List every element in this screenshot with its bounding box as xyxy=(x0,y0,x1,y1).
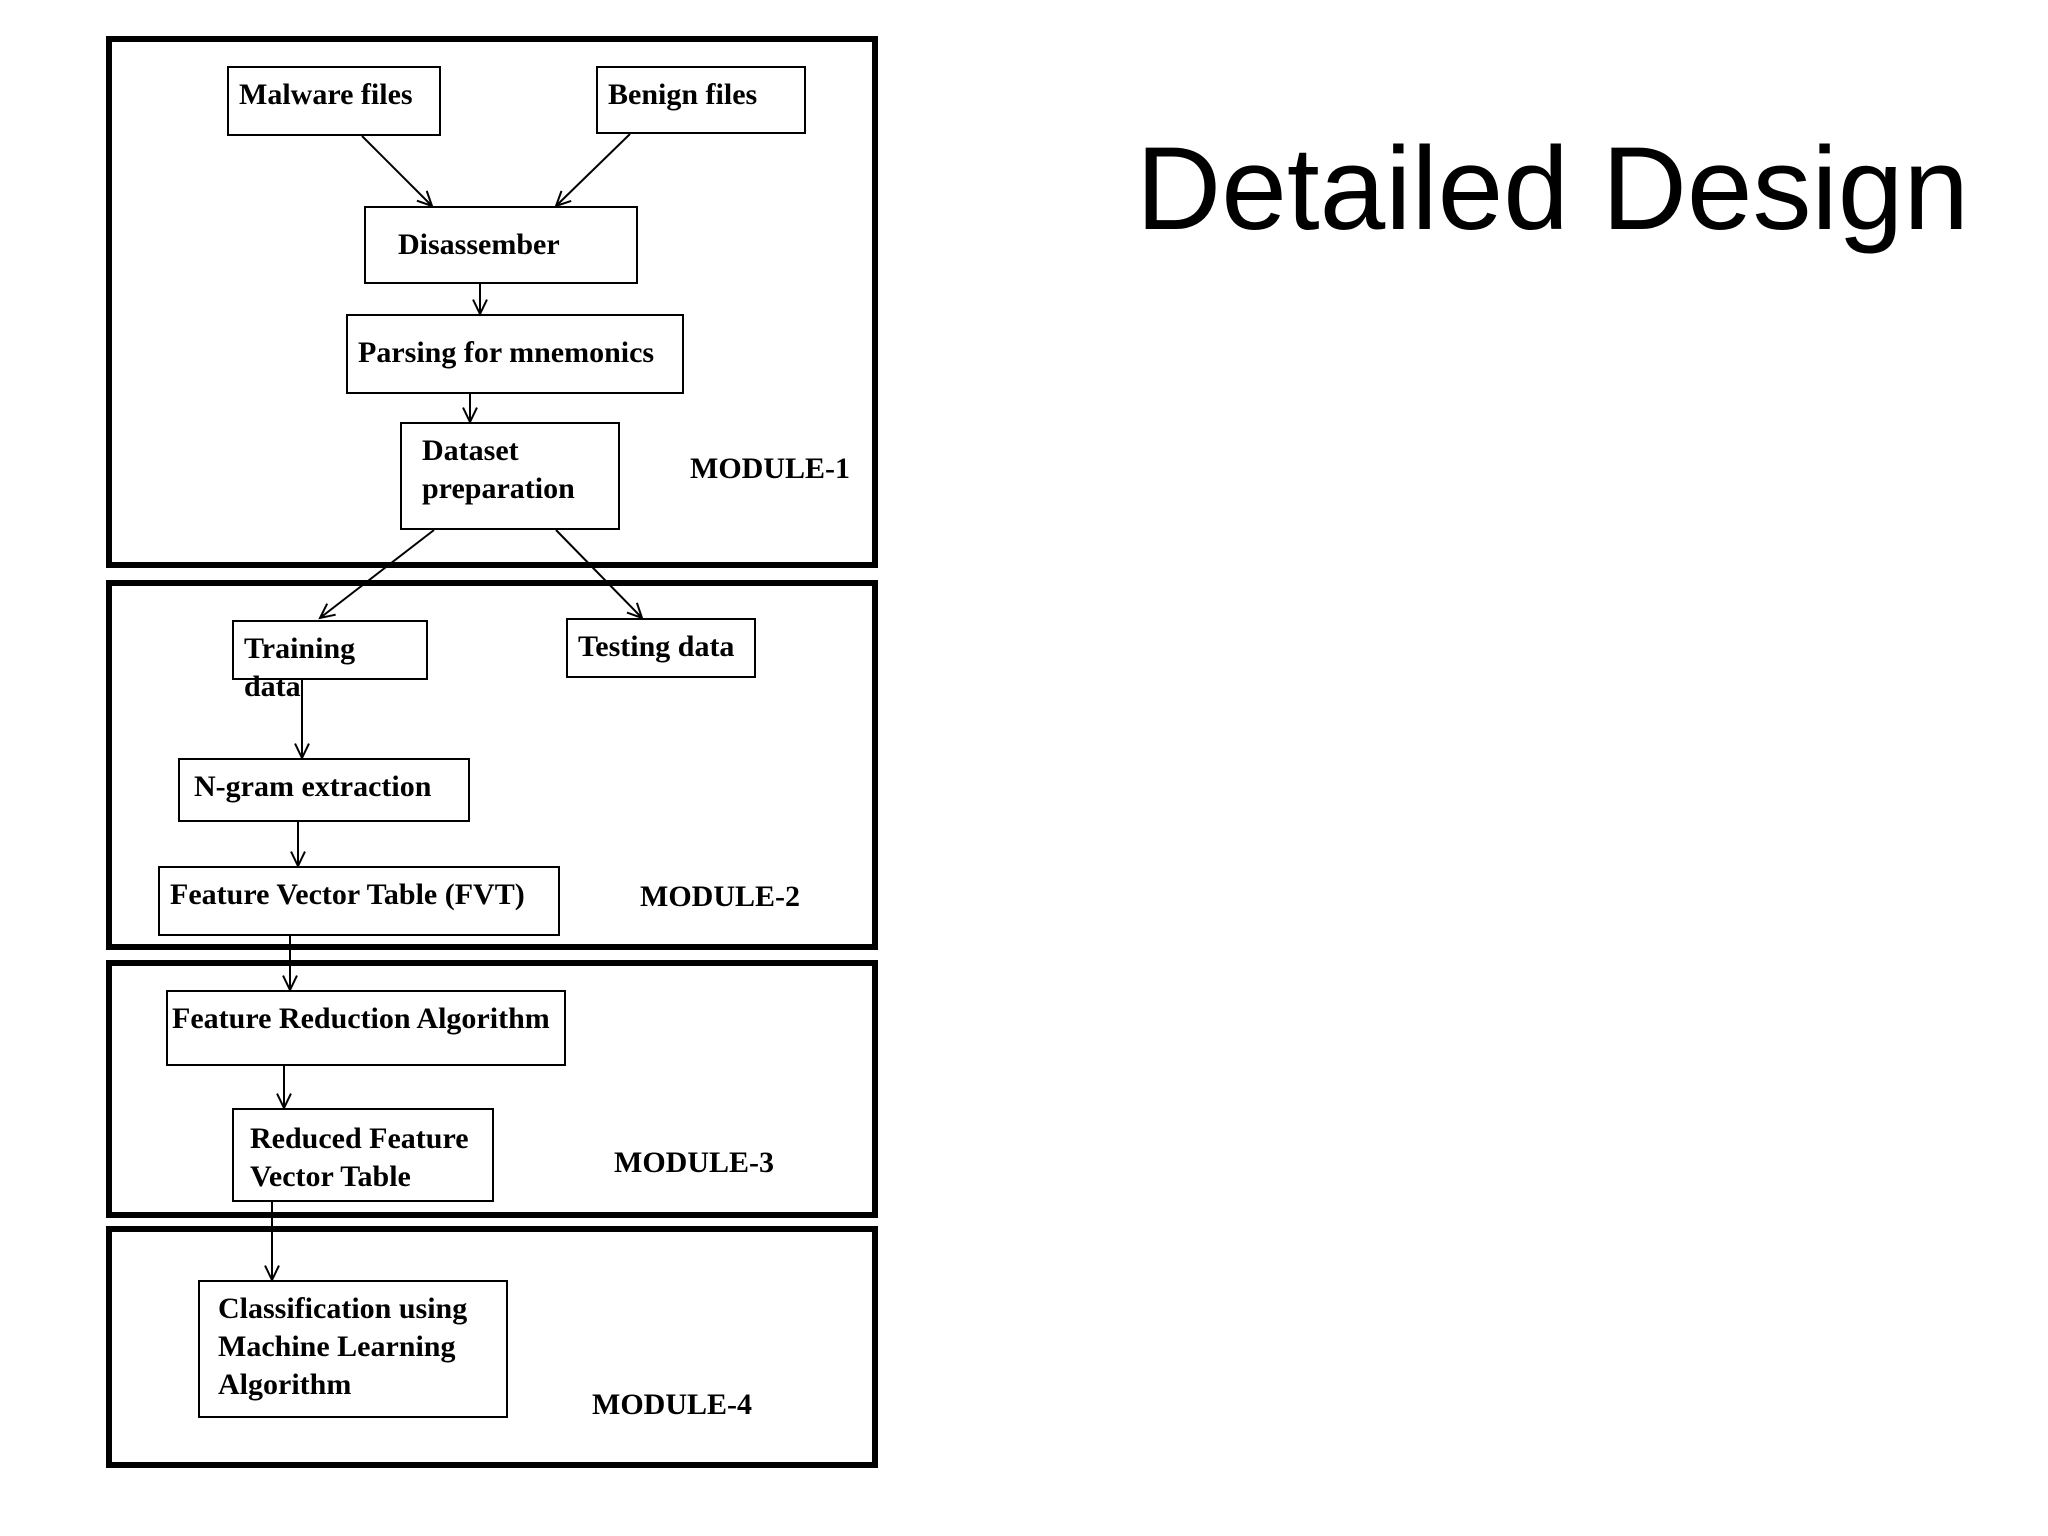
arrow-benign-to-disassembler xyxy=(555,133,631,207)
module-1-frame xyxy=(106,36,878,568)
arrowhead-dataset-to-testing xyxy=(626,602,644,620)
arrow-malware-to-disassembler xyxy=(361,135,433,207)
arrowhead-rfvt-to-classification xyxy=(264,1265,280,1283)
module-3-label: MODULE-3 xyxy=(614,1146,774,1179)
arrowhead-disassembler-to-parsing xyxy=(472,299,488,317)
node-classification: Classification using Machine Learning Al… xyxy=(198,1280,508,1418)
node-ngram-extraction: N-gram extraction xyxy=(178,758,470,822)
module-2-frame xyxy=(106,580,878,950)
module-1-label: MODULE-1 xyxy=(690,452,850,485)
arrowhead-reduction-to-rfvt xyxy=(276,1093,292,1111)
node-feature-vector-table: Feature Vector Table (FVT) xyxy=(158,866,560,936)
arrowhead-dataset-to-training xyxy=(318,603,336,620)
node-benign-files: Benign files xyxy=(596,66,806,134)
node-testing-data: Testing data xyxy=(566,618,756,678)
arrowhead-training-to-ngram xyxy=(294,743,310,761)
module-3-frame xyxy=(106,960,878,1218)
node-parsing-mnemonics: Parsing for mnemonics xyxy=(346,314,684,394)
module-4-label: MODULE-4 xyxy=(592,1388,752,1421)
arrowhead-ngram-to-fvt xyxy=(290,851,306,869)
node-malware-files: Malware files xyxy=(227,66,441,136)
arrowhead-parsing-to-dataset xyxy=(462,407,478,425)
node-reduced-fvt: Reduced Feature Vector Table xyxy=(232,1108,494,1202)
module-2-label: MODULE-2 xyxy=(640,880,800,913)
slide-title: Detailed Design xyxy=(1136,123,1970,255)
node-training-data: Training data xyxy=(232,620,428,703)
arrow-dataset-to-testing xyxy=(555,529,643,619)
node-feature-reduction: Feature Reduction Algorithm xyxy=(166,990,566,1066)
module-4-frame xyxy=(106,1226,878,1468)
arrow-dataset-to-training xyxy=(319,529,435,619)
node-dataset-preparation: Dataset preparation xyxy=(400,422,620,530)
node-disassembler: Disassember xyxy=(364,206,638,284)
arrowhead-fvt-to-reduction xyxy=(282,975,298,993)
arrowhead-benign-to-disassembler xyxy=(554,190,572,208)
arrowhead-malware-to-disassembler xyxy=(416,190,434,208)
